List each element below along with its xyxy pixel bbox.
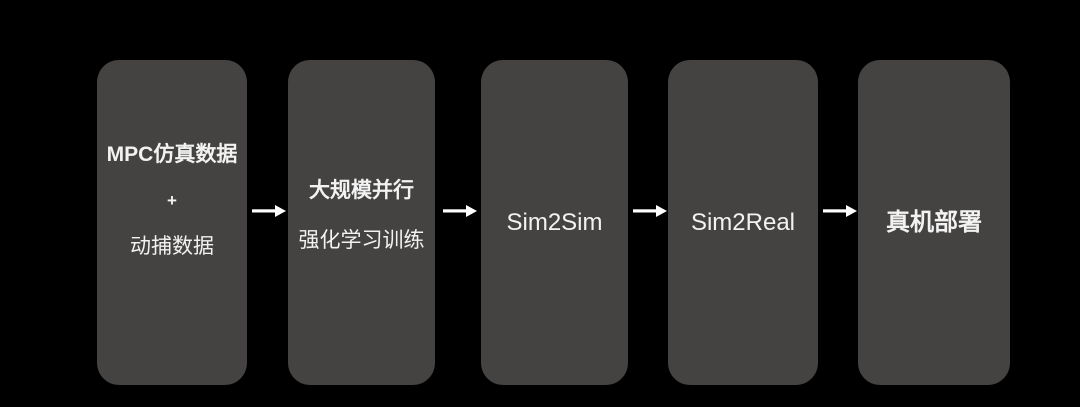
stage-line-text: 动捕数据 [130,235,214,258]
stage-text-group: Sim2Sim [481,208,628,236]
stage-box-sim2sim: Sim2Sim [481,60,628,385]
stage-box-sim2real: Sim2Real [668,60,818,385]
arrow-right-icon [252,203,286,219]
stage-line-text: MPC仿真数据 [106,143,238,166]
stage-box-large-scale-parallel-rl: 大规模并行 强化学习训练 [288,60,435,385]
stage-line-text: 强化学习训练 [298,229,425,252]
stage-line-text: 真机部署 [886,208,982,236]
stage-box-real-robot-deployment: 真机部署 [858,60,1010,385]
stage-line-text: Sim2Real [690,208,796,236]
stage-line-text: 大规模并行 [309,179,414,202]
arrow-right-icon [633,203,667,219]
stage-box-mpc-data: MPC仿真数据 + 动捕数据 [97,60,247,385]
stage-text-group: 真机部署 [858,208,1010,236]
stage-line-plus: + [167,191,177,210]
stage-text-group: 大规模并行 强化学习训练 [288,180,435,251]
arrow-right-icon [823,203,857,219]
arrow-right-icon [443,203,477,219]
stage-text-group: Sim2Real [668,208,818,236]
stage-text-group: MPC仿真数据 + 动捕数据 [97,144,247,257]
stage-line-text: Sim2Sim [506,208,603,236]
